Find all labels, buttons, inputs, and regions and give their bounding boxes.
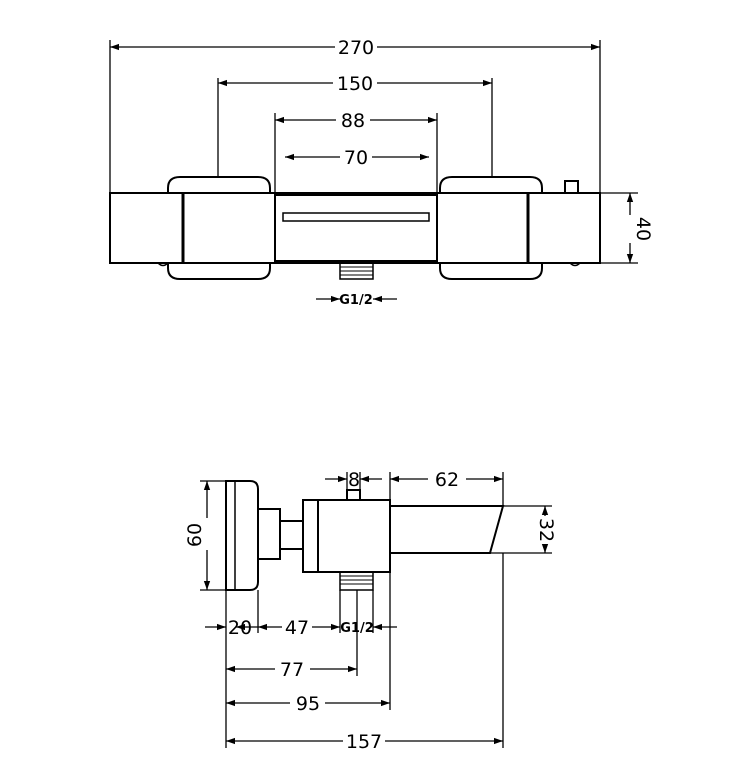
top-view (109, 176, 601, 280)
dim-70-label: 70 (344, 147, 368, 169)
spout-front (274, 194, 438, 262)
dim-88-label: 88 (341, 110, 365, 132)
dim-47-label: 47 (285, 617, 309, 639)
dim-32-label: 32 (535, 518, 557, 542)
dim-20-label: 20 (228, 617, 252, 639)
connector-pipe (257, 508, 281, 560)
top-view-dimensions (109, 40, 638, 303)
thread-side-label: G1/2 (340, 621, 374, 636)
dim-77-label: 77 (280, 659, 304, 681)
dim-270-label: 270 (338, 37, 374, 59)
dim-95-label: 95 (296, 693, 320, 715)
thread-connector-side (339, 571, 374, 591)
button-side (346, 489, 361, 501)
thread-top-label: G1/2 (339, 293, 373, 308)
dim-40-label: 40 (632, 217, 654, 241)
left-handle (167, 176, 271, 280)
right-handle (439, 176, 543, 280)
button-top (564, 180, 579, 194)
dim-157-label: 157 (346, 731, 382, 753)
side-view (225, 480, 505, 591)
dim-8-label: 8 (348, 469, 360, 491)
dim-150-label: 150 (337, 73, 373, 95)
dim-60-label: 60 (184, 523, 206, 547)
wall-plate (225, 480, 259, 591)
dim-62-label: 62 (435, 469, 459, 491)
valve-body-side (302, 499, 391, 573)
spout-side (390, 505, 505, 554)
side-view-dimensions (200, 472, 552, 748)
